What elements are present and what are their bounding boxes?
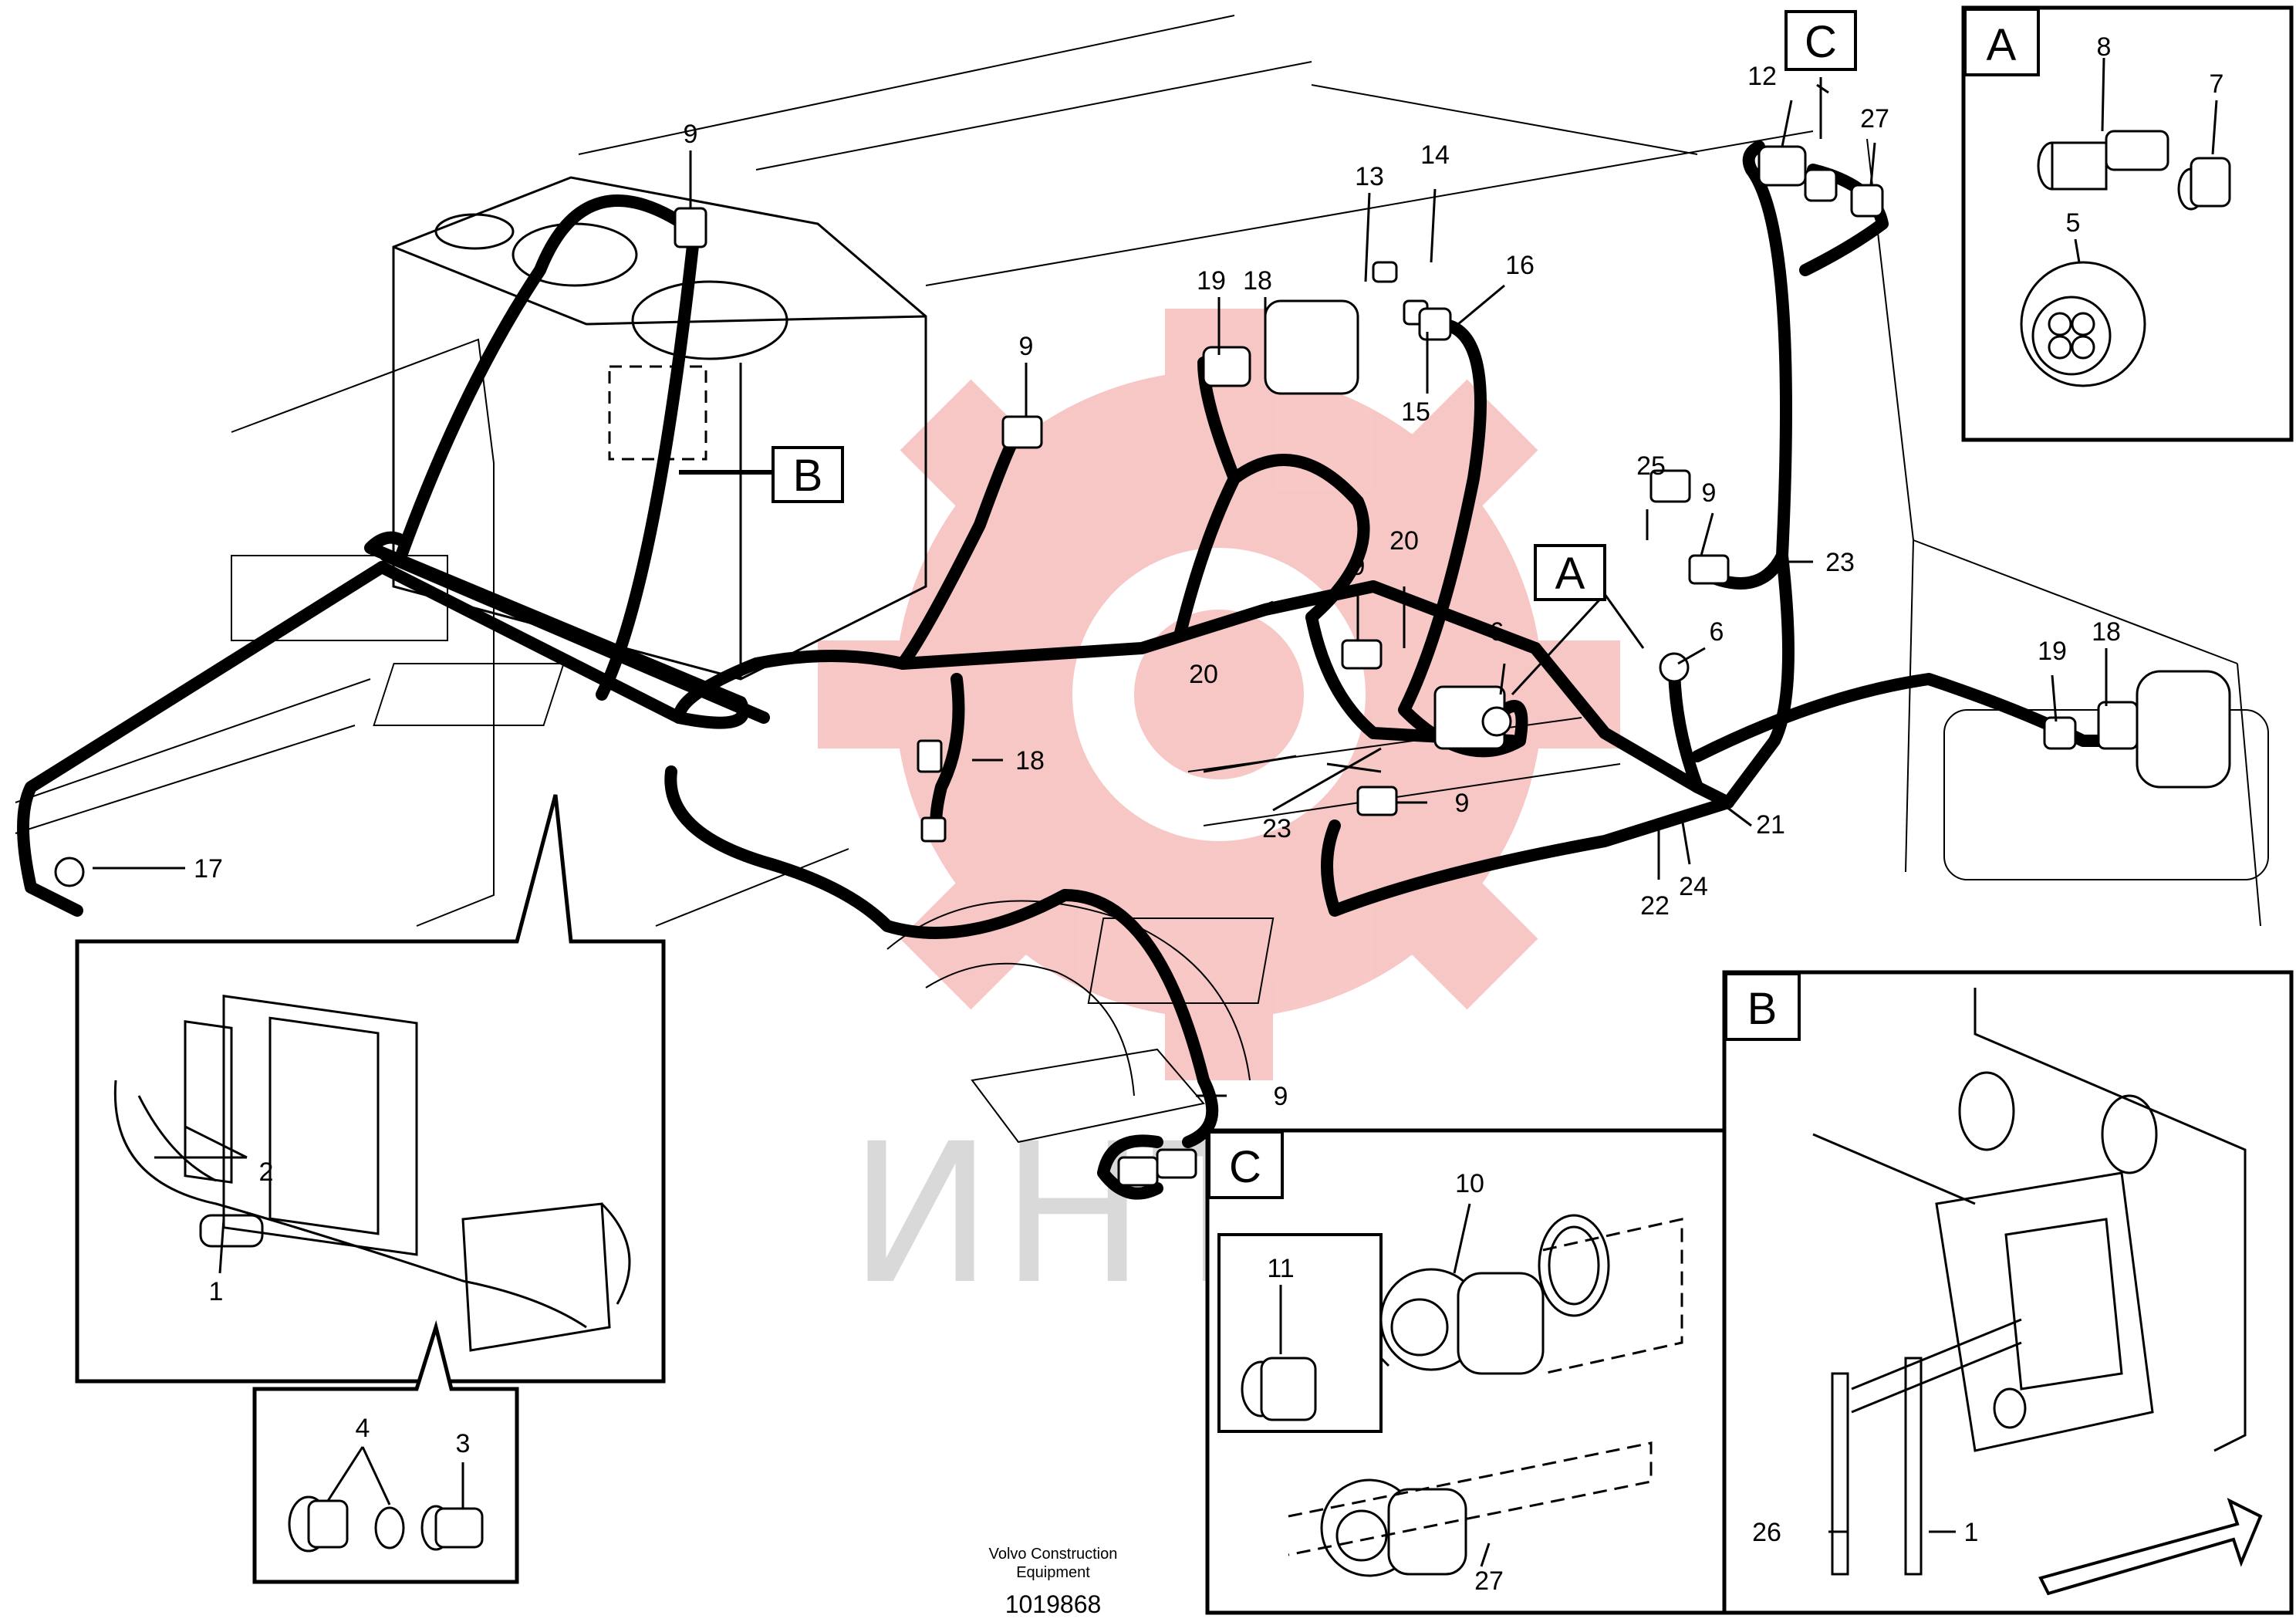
callout-9-center: 9 bbox=[1351, 552, 1366, 581]
sub-callout-4: 4 bbox=[356, 1414, 370, 1443]
callouts: 9 9 19 18 13 14 15 16 12 27 9 20 20 18 2… bbox=[194, 62, 2121, 1111]
detail-view-c: C 11 10 27 bbox=[1205, 1128, 1738, 1615]
round-connector bbox=[2020, 261, 2146, 387]
main-harness bbox=[17, 140, 2136, 1200]
callout-16: 16 bbox=[1505, 251, 1535, 280]
sub-callout-3: 3 bbox=[456, 1429, 471, 1458]
callout-9-mid: 9 bbox=[1019, 332, 1034, 361]
ref-marker-a: A bbox=[1534, 544, 1606, 601]
connectors bbox=[54, 145, 2231, 1187]
detail-a-callout-8: 8 bbox=[2097, 32, 2112, 62]
callout-25: 25 bbox=[1636, 451, 1666, 481]
sub-callout-1: 1 bbox=[209, 1277, 224, 1306]
leader-lines bbox=[93, 77, 2108, 1097]
callout-17: 17 bbox=[194, 854, 223, 884]
ref-marker-c: C bbox=[1784, 10, 1857, 71]
plug-pin bbox=[2037, 130, 2169, 191]
callout-20-b: 20 bbox=[1189, 660, 1218, 689]
detail-control-panel: 1 2 bbox=[75, 794, 666, 1384]
detail-c-callout-11: 11 bbox=[1267, 1254, 1294, 1283]
callout-9-bottom: 9 bbox=[1274, 1082, 1288, 1111]
callout-6-b: 6 bbox=[1710, 617, 1724, 647]
svg-text:C: C bbox=[1229, 1142, 1261, 1192]
callout-24: 24 bbox=[1679, 872, 1708, 901]
svg-text:C: C bbox=[1805, 17, 1837, 67]
svg-text:B: B bbox=[1747, 984, 1778, 1034]
ref-marker-b: B bbox=[679, 446, 844, 503]
callout-27-top: 27 bbox=[1860, 104, 1889, 133]
callout-22: 22 bbox=[1640, 891, 1670, 921]
callout-18-lamp: 18 bbox=[1243, 266, 1272, 296]
watermark-gear-logo bbox=[818, 309, 1620, 1080]
callout-14: 14 bbox=[1420, 140, 1450, 170]
detail-view-b: B 26 1 bbox=[1722, 970, 2294, 1615]
callout-23-a: 23 bbox=[1262, 814, 1292, 843]
svg-text:A: A bbox=[1555, 549, 1585, 599]
callout-18-center: 18 bbox=[1015, 746, 1045, 776]
svg-text:B: B bbox=[793, 451, 823, 501]
direction-arrow-icon bbox=[2038, 1498, 2263, 1596]
callout-9-top: 9 bbox=[684, 120, 698, 149]
detail-bulkhead: 4 3 bbox=[252, 1320, 519, 1584]
detail-c-callout-27: 27 bbox=[1474, 1566, 1504, 1596]
callout-13: 13 bbox=[1355, 162, 1384, 191]
callout-19-right: 19 bbox=[2038, 637, 2067, 666]
footer-brand-line2: Equipment bbox=[1016, 1564, 1090, 1581]
footer-brand-line1: Volvo Construction bbox=[989, 1546, 1118, 1563]
callout-9-lower: 9 bbox=[1455, 789, 1470, 818]
detail-b-callout-1: 1 bbox=[1964, 1518, 1979, 1547]
hydraulic-tank bbox=[392, 176, 927, 681]
callout-19-left: 19 bbox=[1197, 266, 1226, 296]
drawing-number: 1019868 bbox=[1005, 1590, 1102, 1618]
seal-plug bbox=[2177, 157, 2231, 211]
callout-21: 21 bbox=[1756, 810, 1785, 840]
callout-20-a: 20 bbox=[1389, 526, 1419, 556]
callout-12: 12 bbox=[1747, 62, 1777, 91]
detail-a-callout-5: 5 bbox=[2066, 208, 2081, 238]
callout-9-right: 9 bbox=[1702, 478, 1717, 508]
svg-text:A: A bbox=[1987, 20, 2017, 70]
detail-b-callout-26: 26 bbox=[1752, 1518, 1781, 1547]
detail-a-callout-7: 7 bbox=[2210, 69, 2224, 99]
footer: Volvo Construction Equipment 1019868 bbox=[989, 1546, 1118, 1618]
callout-6-a: 6 bbox=[1490, 617, 1504, 647]
sub-callout-2: 2 bbox=[259, 1157, 274, 1187]
callout-18-right: 18 bbox=[2092, 617, 2121, 647]
callout-15: 15 bbox=[1401, 397, 1430, 427]
callout-23-b: 23 bbox=[1825, 548, 1855, 577]
detail-c-callout-10: 10 bbox=[1455, 1169, 1484, 1198]
detail-view-a: A 8 7 5 bbox=[1961, 5, 2294, 442]
